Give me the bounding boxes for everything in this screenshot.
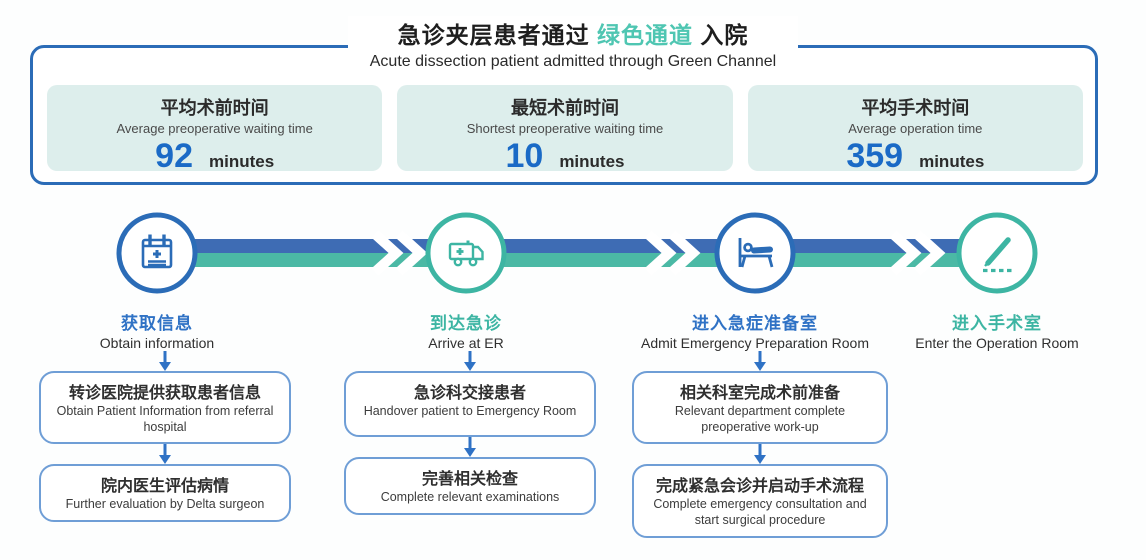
down-arrow-icon	[159, 351, 171, 371]
chevron-separator-2	[644, 230, 701, 276]
step3-title-en: Admit Emergency Preparation Room	[641, 335, 869, 351]
timeline-band-teal	[157, 253, 997, 267]
stat-unit: minutes	[919, 152, 985, 171]
step3-label: 进入急症准备室 Admit Emergency Preparation Room	[628, 309, 882, 351]
step3-flow-column: 相关科室完成术前准备 Relevant department complete …	[632, 351, 888, 538]
stats-row: 平均术前时间 Average preoperative waiting time…	[47, 85, 1083, 175]
page-title: 急诊夹层患者通过 绿色通道 入院 Acute dissection patien…	[0, 16, 1146, 71]
ambulance-icon	[448, 240, 484, 267]
scalpel-icon	[983, 237, 1012, 273]
down-arrow-icon	[754, 444, 766, 465]
step2-box-1: 急诊科交接患者 Handover patient to Emergency Ro…	[344, 371, 596, 437]
step4-node	[956, 212, 1038, 294]
process-timeline	[116, 212, 1038, 294]
stat-value: 92	[155, 137, 193, 175]
stat-title-zh: 最短术前时间	[510, 98, 619, 118]
timeline-band-blue	[157, 239, 997, 254]
stat-title-zh: 平均手术时间	[861, 98, 970, 118]
step1-flow-column: 转诊医院提供获取患者信息 Obtain Patient Information …	[39, 351, 291, 522]
step4-label: 进入手术室 Enter the Operation Room	[887, 309, 1107, 351]
stat-unit: minutes	[559, 152, 625, 171]
step2-flow-column: 急诊科交接患者 Handover patient to Emergency Ro…	[344, 351, 596, 515]
chevron-separator-1	[371, 230, 428, 276]
step3-title-zh: 进入急症准备室	[692, 314, 818, 333]
down-arrow-icon	[159, 444, 171, 465]
stat-value: 359	[846, 137, 904, 175]
stat-unit: minutes	[208, 152, 275, 171]
step2-box-2: 完善相关检查 Complete relevant examinations	[344, 457, 596, 515]
down-arrow-icon	[754, 351, 766, 371]
step1-box-2: 院内医生评估病情 Further evaluation by Delta sur…	[39, 464, 291, 522]
step3-box-1: 相关科室完成术前准备 Relevant department complete …	[632, 371, 888, 445]
step1-label: 获取信息 Obtain information	[57, 309, 257, 351]
stat-value: 10	[505, 137, 544, 175]
stat-card-shortest-preop-time: 最短术前时间 Shortest preoperative waiting tim…	[397, 85, 733, 175]
green-channel-highlight: 绿色通道	[596, 22, 693, 48]
title-chinese: 急诊夹层患者通过 绿色通道 入院	[397, 22, 749, 48]
stat-card-avg-preop-time: 平均术前时间 Average preoperative waiting time…	[47, 85, 383, 175]
step2-label: 到达急诊 Arrive at ER	[366, 309, 566, 351]
stat-card-avg-operation-time: 平均手术时间 Average operation time 359 minute…	[747, 85, 1083, 175]
hospital-bed-icon	[738, 238, 774, 268]
stat-title-en: Average preoperative waiting time	[116, 121, 313, 136]
step1-node	[116, 212, 198, 294]
medical-calendar-icon	[141, 234, 173, 269]
title-english: Acute dissection patient admitted throug…	[369, 53, 777, 70]
stat-title-zh: 平均术前时间	[160, 98, 269, 118]
step1-title-en: Obtain information	[99, 335, 215, 351]
step3-box-2: 完成紧急会诊并启动手术流程 Complete emergency consult…	[632, 464, 888, 538]
step2-title-en: Arrive at ER	[428, 335, 504, 351]
step1-title-zh: 获取信息	[121, 314, 193, 333]
step4-title-en: Enter the Operation Room	[915, 335, 1079, 351]
step2-circle	[425, 212, 507, 294]
step4-title-zh: 进入手术室	[952, 314, 1042, 333]
step2-node	[425, 212, 507, 294]
step3-node	[714, 212, 796, 294]
stat-title-en: Average operation time	[848, 121, 983, 136]
stat-title-en: Shortest preoperative waiting time	[466, 121, 664, 136]
down-arrow-icon	[464, 437, 476, 457]
down-arrow-icon	[464, 351, 476, 371]
step1-box-1: 转诊医院提供获取患者信息 Obtain Patient Information …	[39, 371, 291, 445]
step2-title-zh: 到达急诊	[430, 314, 502, 333]
chevron-separator-3	[889, 230, 946, 276]
